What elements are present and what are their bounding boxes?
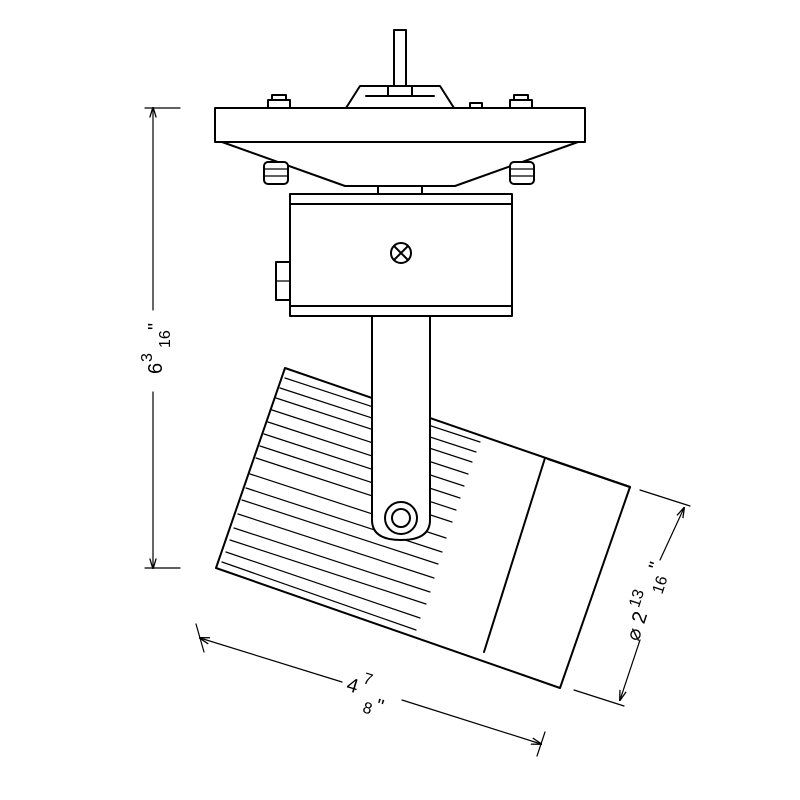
mounting-bracket (345, 85, 455, 109)
top-nut-right (509, 94, 533, 109)
diameter-whole: 2 (628, 609, 652, 626)
width-numerator: 7 (361, 670, 375, 689)
canopy-plate (214, 102, 586, 187)
width-inch-mark: " (373, 695, 386, 718)
bottom-nut-left (263, 161, 289, 185)
height-numerator: 3 (139, 353, 156, 362)
diameter-numerator: 13 (626, 587, 648, 609)
diameter-symbol: ⌀ (622, 625, 647, 643)
diameter-denominator: 16 (650, 574, 672, 596)
stem (377, 185, 423, 195)
screw-icon (390, 242, 412, 264)
height-inch-mark: " (145, 323, 167, 330)
width-whole: 4 (344, 674, 361, 698)
mounting-rod (393, 29, 407, 93)
top-nut-left (267, 94, 291, 109)
height-dimension: 6 3 16 " (139, 108, 181, 568)
side-knob (275, 261, 291, 301)
diameter-inch-mark: " (645, 559, 668, 573)
yoke-arm (371, 315, 431, 541)
width-denominator: 8 (361, 699, 375, 718)
height-whole: 6 (145, 363, 167, 374)
height-denominator: 16 (157, 330, 174, 348)
cooling-fins (221, 377, 481, 631)
bottom-nut-right (509, 161, 535, 185)
